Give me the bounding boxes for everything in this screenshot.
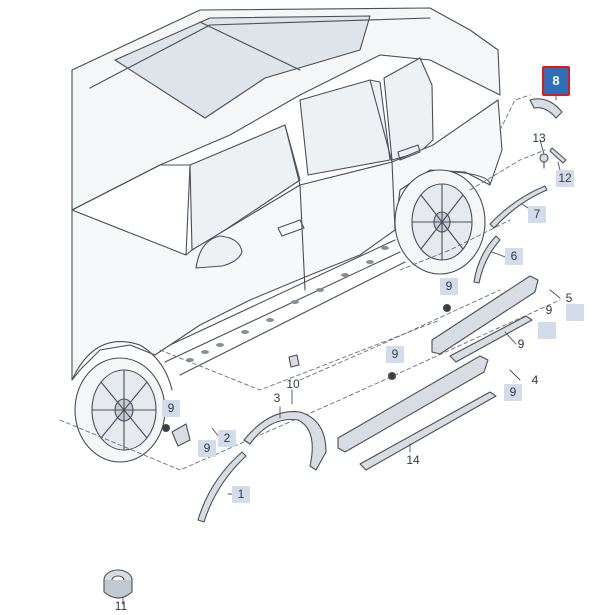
sunroof-divider xyxy=(199,21,301,71)
callout-7[interactable]: 7 xyxy=(528,206,546,223)
rear-wheel xyxy=(394,169,486,275)
callout-3[interactable]: 3 xyxy=(273,391,281,405)
dashed-guides xyxy=(59,94,561,471)
part-1-fender-strip xyxy=(197,451,247,523)
rear-door-handle xyxy=(397,144,421,161)
callout-9-front-clip[interactable]: 9 xyxy=(162,400,180,417)
callout-blank-9-rear xyxy=(538,322,556,339)
callout-14[interactable]: 14 xyxy=(406,453,420,467)
part-13-clip xyxy=(539,153,549,169)
callout-10[interactable]: 10 xyxy=(286,377,300,391)
part-4-front-door-trim xyxy=(337,355,489,453)
part-7-wheel-arch-strip xyxy=(489,185,548,229)
callout-2[interactable]: 2 xyxy=(218,430,236,447)
rear-door-window xyxy=(299,79,391,176)
part-14-lower-strip xyxy=(359,391,497,471)
callout-blank-5 xyxy=(566,304,584,321)
front-door-handle xyxy=(277,219,305,237)
callout-4[interactable]: 4 xyxy=(531,373,539,387)
rocker-line-3 xyxy=(179,261,406,376)
part-15-rear-strip xyxy=(449,315,533,363)
vehicle-outline xyxy=(71,7,503,463)
side-mirror xyxy=(195,235,243,269)
parts xyxy=(103,98,567,599)
rocker-line-2 xyxy=(164,251,401,363)
callout-5[interactable]: 5 xyxy=(565,291,573,305)
part-6-arch-trim xyxy=(473,235,501,284)
callout-13[interactable]: 13 xyxy=(532,131,546,145)
callout-9-mid-clip[interactable]: 9 xyxy=(386,346,404,363)
callout-12[interactable]: 12 xyxy=(556,170,574,187)
rear-side-window xyxy=(383,57,434,161)
callout-9-upper-clip[interactable]: 9 xyxy=(440,278,458,295)
callout-6[interactable]: 6 xyxy=(505,248,523,265)
part-8-arch-trim xyxy=(529,98,563,119)
callout-8[interactable]: 8 xyxy=(542,66,570,96)
part-3-wheel-arch-trim xyxy=(243,411,327,471)
callout-9-rear[interactable]: 9 xyxy=(545,303,553,317)
callout-9-front-door[interactable]: 9 xyxy=(504,384,522,401)
part-5-rear-door-trim xyxy=(431,275,539,355)
callout-15[interactable]: 9 xyxy=(517,337,525,351)
windshield-edge xyxy=(71,164,191,256)
front-wheel-arch xyxy=(71,341,173,391)
part-12-screw xyxy=(549,147,567,164)
b-pillar xyxy=(284,124,306,291)
c-pillar xyxy=(369,79,396,231)
front-wheel xyxy=(74,357,166,463)
part-10-plug xyxy=(288,354,300,368)
part-2-bracket xyxy=(171,423,191,447)
callout-1[interactable]: 1 xyxy=(232,486,250,503)
front-door-window xyxy=(189,124,301,251)
roof-rail xyxy=(89,17,431,89)
callout-9-front-lower[interactable]: 9 xyxy=(198,440,216,457)
rocker-line xyxy=(169,239,396,346)
part-11-tape-roll xyxy=(103,569,133,599)
clips-9 xyxy=(161,303,452,433)
clip-holes xyxy=(186,246,389,362)
